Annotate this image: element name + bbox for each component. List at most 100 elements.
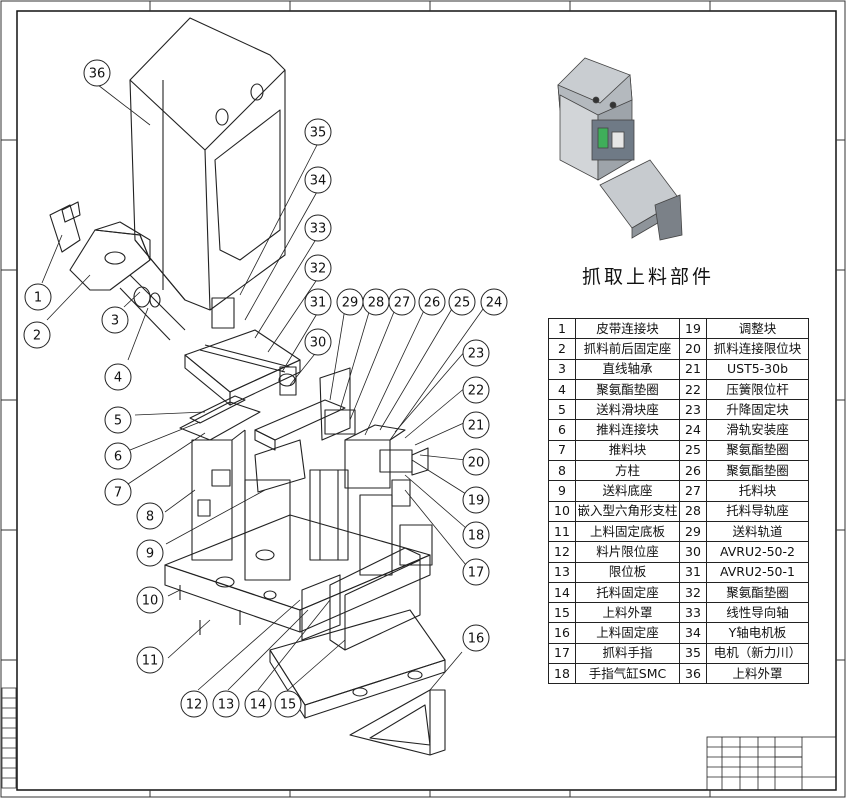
callout-number: 35: [310, 126, 327, 141]
bom-item-name: 上料固定底板: [575, 520, 680, 543]
callout-balloon: [462, 411, 490, 439]
callout-number: 24: [486, 296, 503, 311]
bom-item-name: AVRU2-50-1: [706, 561, 809, 583]
callout-balloon: [304, 288, 332, 316]
parts-5-8-push-block-column: [179, 395, 261, 561]
callout-number: 4: [114, 371, 122, 386]
bom-item-name: 托料固定座: [575, 581, 680, 604]
bom-item-number: 16: [548, 622, 576, 644]
callout-number: 29: [342, 296, 359, 311]
bom-item-name: 上料固定座: [575, 622, 680, 644]
bom-item-number: 21: [679, 358, 707, 380]
callout-balloon: [23, 321, 51, 349]
bom-item-name: 抓料前后固定座: [575, 338, 680, 360]
bom-item-number: 12: [548, 541, 576, 563]
bom-item-number: 26: [679, 460, 707, 482]
callout-balloon: [304, 166, 332, 194]
bom-item-number: 31: [679, 561, 707, 583]
parts-19-26-lifting-gripper: [309, 424, 429, 576]
callout-balloon: [136, 646, 164, 674]
callout-number: 16: [468, 632, 485, 647]
callout-balloon: [462, 448, 490, 476]
bom-item-number: 23: [679, 399, 707, 421]
title-block: [706, 736, 837, 791]
bom-item-number: 5: [548, 399, 576, 421]
callout-number: 18: [468, 529, 485, 544]
callout-balloon: [480, 288, 508, 316]
callout-number: 34: [310, 174, 327, 189]
bom-item-number: 9: [548, 480, 576, 502]
callout-number: 25: [454, 296, 471, 311]
callout-balloon: [101, 306, 129, 334]
callout-balloon: [304, 254, 332, 282]
bom-item-number: 24: [679, 419, 707, 441]
bom-item-number: 8: [548, 460, 576, 482]
bom-item-name: 上料外罩: [575, 602, 680, 624]
bom-item-number: 19: [679, 317, 707, 340]
callout-balloon: [304, 214, 332, 242]
bom-item-name: 上料外罩: [706, 663, 809, 685]
callout-balloon: [244, 690, 272, 718]
exploded-assembly-view: [49, 17, 446, 756]
bom-item-number: 2: [548, 338, 576, 360]
bom-item-name: 聚氨酯垫圈: [706, 439, 809, 462]
bom-item-number: 14: [548, 581, 576, 604]
callout-number: 8: [146, 510, 154, 525]
callout-number: 33: [310, 222, 327, 237]
bom-item-number: 33: [679, 602, 707, 624]
callout-number: 10: [142, 594, 159, 609]
callout-number: 20: [468, 456, 485, 471]
callout-balloon: [462, 376, 490, 404]
bom-item-name: 直线轴承: [575, 358, 680, 380]
callout-balloon: [104, 363, 132, 391]
bom-item-name: 推料块: [575, 439, 680, 462]
callout-number: 6: [114, 450, 122, 465]
callout-number: 22: [468, 384, 485, 399]
callout-number: 26: [424, 296, 441, 311]
callout-balloon: [304, 328, 332, 356]
bom-item-number: 17: [548, 642, 576, 665]
bom-item-number: 29: [679, 520, 707, 543]
callout-number: 7: [114, 486, 122, 501]
callout-number: 27: [394, 296, 411, 311]
callout-number: 15: [280, 698, 297, 713]
bom-item-number: 35: [679, 642, 707, 665]
bom-item-name: 皮带连接块: [575, 317, 680, 340]
callout-number: 23: [468, 347, 485, 362]
bom-item-name: AVRU2-50-2: [706, 541, 809, 563]
part-36-enclosure: [129, 17, 286, 311]
bom-item-name: 抓料手指: [575, 642, 680, 665]
callout-balloon: [462, 339, 490, 367]
callout-number: 5: [114, 414, 122, 429]
callout-number: 11: [142, 654, 159, 669]
callout-balloon: [304, 118, 332, 146]
callout-balloon: [462, 486, 490, 514]
bom-item-name: 压簧限位杆: [706, 378, 809, 401]
bom-item-name: 托料导轨座: [706, 500, 809, 522]
callout-balloon: [24, 283, 52, 311]
callout-number: 13: [218, 698, 235, 713]
bom-item-name: 托料块: [706, 480, 809, 502]
callout-balloon: [83, 59, 111, 87]
bom-item-name: 方柱: [575, 460, 680, 482]
bom-item-name: 料片限位座: [575, 541, 680, 563]
bom-item-name: 限位板: [575, 561, 680, 583]
callout-balloon: [212, 690, 240, 718]
bom-item-name: 送料底座: [575, 480, 680, 502]
bom-item-name: 送料轨道: [706, 520, 809, 543]
bom-item-name: 手指气缸SMC: [575, 663, 680, 685]
bom-item-number: 36: [679, 663, 707, 685]
bom-item-name: 嵌入型六角形支柱: [575, 500, 680, 522]
callout-balloon: [336, 288, 364, 316]
